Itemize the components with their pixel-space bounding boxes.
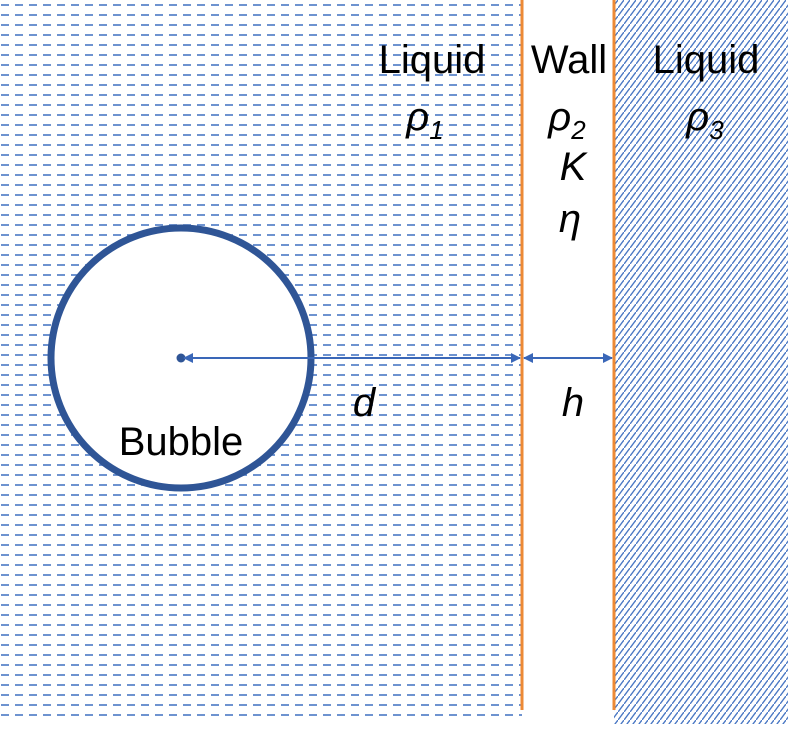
liquid3-label: Liquid [653, 38, 760, 82]
wall-modulus-symbol: K [560, 145, 589, 189]
liquid1-density: ρ1 [405, 95, 443, 145]
wall-density-symbol: ρ [547, 95, 571, 139]
bubble-label: Bubble [119, 420, 244, 464]
thickness-label: h [562, 381, 584, 425]
wall-loss-symbol: η [559, 197, 581, 241]
liquid1-label: Liquid [379, 38, 486, 82]
liquid3-density-subscript: 3 [709, 115, 724, 145]
liquid1-density-subscript: 1 [429, 115, 443, 145]
wall-label: Wall [531, 38, 607, 82]
distance-label: d [353, 381, 377, 425]
liquid3-region [614, 0, 788, 724]
liquid1-density-symbol: ρ [405, 95, 429, 139]
liquid3-density-symbol: ρ [685, 95, 709, 139]
wall-density: ρ2 [547, 95, 586, 145]
wall-density-subscript: 2 [570, 115, 586, 145]
liquid3-density: ρ3 [685, 95, 724, 145]
